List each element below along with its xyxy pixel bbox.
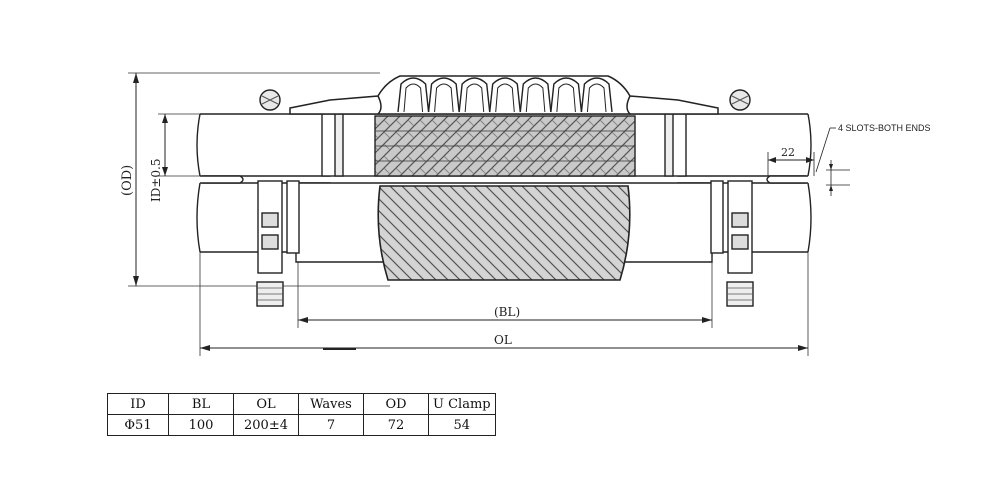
bellows-wave: [550, 77, 583, 113]
spec-table: ID BL OL Waves OD U Clamp Φ51 100 200±4 …: [107, 393, 496, 436]
bellows-wave: [458, 77, 491, 113]
col-u-clamp: U Clamp: [428, 393, 496, 415]
bellows-wave: [397, 77, 430, 113]
bellows-wave: [580, 77, 613, 113]
cell-waves: 7: [298, 414, 364, 436]
bellows-wave-inner: [403, 83, 424, 113]
right-u-clamp: [710, 89, 754, 307]
od-label: (OD): [120, 165, 135, 196]
bellows-wave-inner: [464, 83, 485, 113]
bellows-wave: [519, 77, 552, 113]
cell-u-clamp: 54: [428, 414, 496, 436]
cell-id: Φ51: [107, 414, 169, 436]
col-bl: BL: [168, 393, 234, 415]
bellows-wave-inner: [586, 83, 607, 113]
cell-od: 72: [363, 414, 429, 436]
col-ol: OL: [233, 393, 299, 415]
extension-lines: [128, 72, 809, 356]
bellows-waves: [397, 77, 613, 113]
ol-label: OL: [494, 333, 512, 347]
ol-dimension: OL: [200, 333, 808, 351]
id-tolerance-label: ID±0.5: [149, 159, 163, 203]
slot-callout: 22 4 SLOTS-BOTH ENDS: [767, 123, 931, 196]
bellows-wave-inner: [495, 83, 515, 113]
slot-length-label: 22: [781, 146, 795, 159]
braid-outer: [377, 185, 631, 281]
col-od: OD: [363, 393, 429, 415]
spec-table-header-row: ID BL OL Waves OD U Clamp: [107, 393, 496, 415]
spec-table-row: Φ51 100 200±4 7 72 54: [107, 414, 496, 436]
left-u-clamp: [256, 89, 300, 307]
slots-note: 4 SLOTS-BOTH ENDS: [838, 123, 931, 133]
bellows-wave-inner: [434, 83, 454, 113]
bl-label: (BL): [494, 305, 520, 319]
col-waves: Waves: [298, 393, 364, 415]
bl-dimension: (BL): [298, 305, 712, 323]
od-dimension: (OD): [120, 73, 139, 286]
cell-ol: 200±4: [233, 414, 299, 436]
col-id: ID: [107, 393, 169, 415]
braid-top: [374, 115, 636, 177]
id-dimension: ID±0.5: [149, 114, 168, 202]
bellows-wave: [427, 77, 460, 113]
bellows-wave: [489, 77, 521, 113]
cell-bl: 100: [168, 414, 234, 436]
bellows-wave-inner: [556, 83, 576, 113]
bellows-convolutions: [289, 75, 719, 115]
bellows-wave-inner: [525, 83, 546, 113]
